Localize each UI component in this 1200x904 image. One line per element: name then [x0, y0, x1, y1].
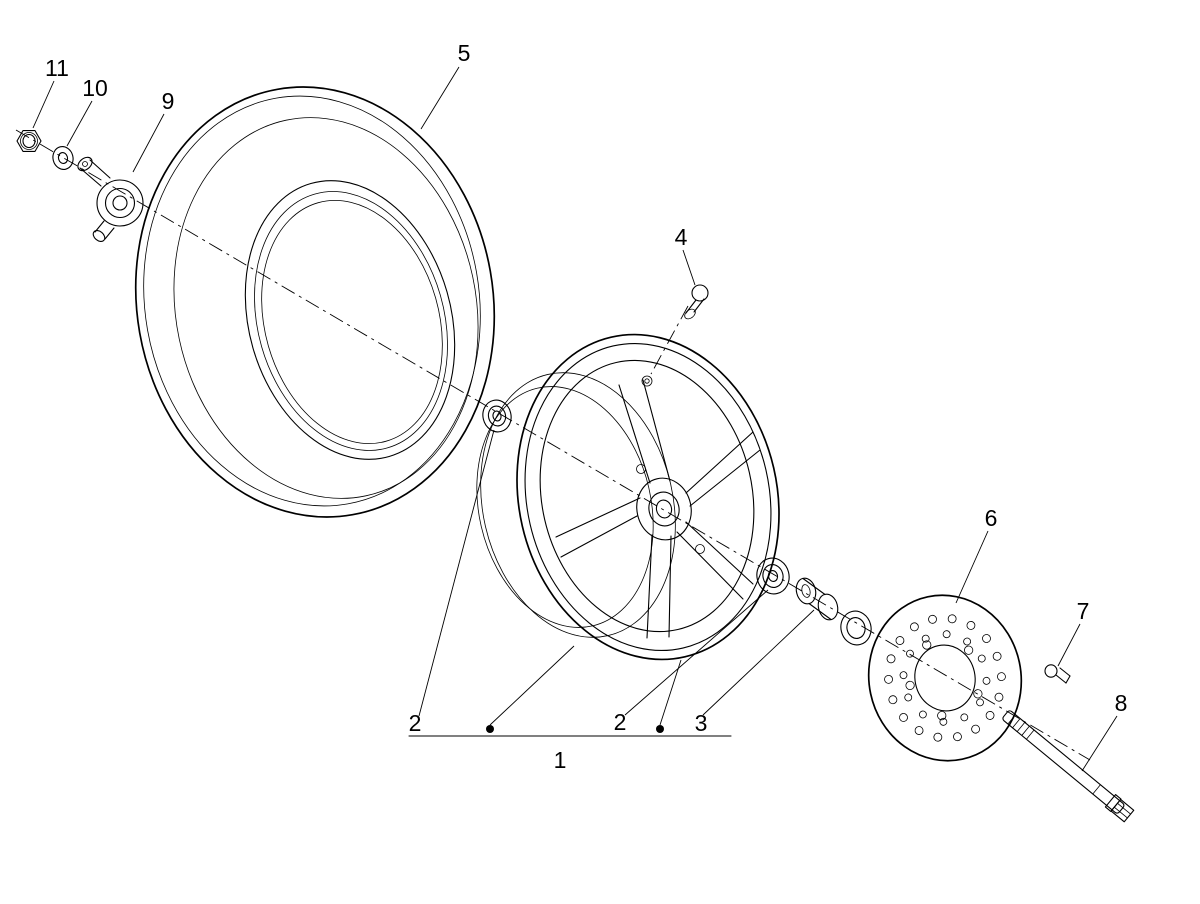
speedometer-drive: [77, 156, 144, 242]
disc-hole: [977, 654, 986, 663]
disc-hole: [888, 695, 898, 705]
disc-hole: [919, 710, 927, 719]
disc-hole: [994, 692, 1004, 702]
disc-hole: [966, 621, 976, 630]
disc-hole: [963, 637, 971, 646]
wheel-axle: [1002, 710, 1135, 823]
callout-label-6: 6: [985, 505, 998, 531]
disc-hole: [937, 710, 947, 721]
disc-screw: [1044, 664, 1071, 684]
disc-hole: [997, 672, 1006, 682]
leader-lines: [32, 66, 1118, 772]
callout-label-5: 5: [458, 40, 471, 66]
callout-label-7: 7: [1077, 598, 1090, 624]
disc-hole: [895, 636, 905, 645]
disc-hole: [992, 651, 1002, 661]
wheel-spokes: [555, 379, 761, 639]
spacer: [795, 577, 839, 621]
bearing-right: [756, 557, 790, 595]
callout-label-10: 10: [82, 75, 108, 101]
wheel-rim: [476, 333, 780, 661]
disc-hole: [914, 726, 924, 735]
disc-hole: [909, 622, 919, 632]
brake-disc: [867, 594, 1023, 762]
disc-hole: [884, 674, 893, 684]
disc-hole: [982, 634, 991, 643]
wheel-hub: [636, 464, 705, 554]
disc-hole: [928, 614, 937, 624]
callout-label-4: 4: [675, 224, 688, 250]
disc-hole: [976, 698, 984, 707]
callout-label-2a: 2: [409, 710, 422, 736]
disc-hole: [886, 654, 896, 664]
disc-hole: [985, 711, 995, 720]
callout-label-1: 1: [554, 747, 567, 773]
disc-hole: [922, 640, 932, 650]
disc-hole: [942, 630, 951, 639]
disc-hole: [904, 693, 913, 702]
callout-label-9: 9: [162, 88, 175, 114]
brake-disc-holes: [884, 614, 1006, 742]
disc-hole: [921, 634, 930, 643]
callout-label-8: 8: [1115, 690, 1128, 716]
disc-hole: [971, 724, 981, 734]
disc-hole: [905, 680, 915, 691]
nut: [16, 130, 42, 152]
disc-hole: [973, 689, 983, 699]
bearing-left: [482, 399, 512, 433]
callout-label-3: 3: [695, 710, 708, 736]
dust-seal: [840, 610, 872, 646]
callout-label-11: 11: [45, 55, 69, 81]
disc-hole: [953, 732, 962, 742]
tire: [134, 86, 496, 518]
disc-hole: [982, 676, 991, 685]
disc-hole: [906, 649, 914, 658]
valve-hole: [641, 375, 653, 387]
disc-hole: [960, 713, 969, 722]
callout-labels: 1 2 2 3 4 5 6 7 8 9 10 11: [45, 40, 1127, 773]
callout-label-2b: 2: [614, 709, 627, 735]
screw: [684, 284, 709, 320]
disc-hole: [933, 732, 943, 742]
disc-hole: [947, 614, 957, 624]
reference-bracket: [408, 725, 732, 737]
washer: [52, 146, 74, 170]
disc-hole: [939, 717, 948, 726]
disc-hole: [899, 713, 908, 722]
disc-hole: [899, 671, 908, 680]
disc-hole: [964, 645, 974, 655]
